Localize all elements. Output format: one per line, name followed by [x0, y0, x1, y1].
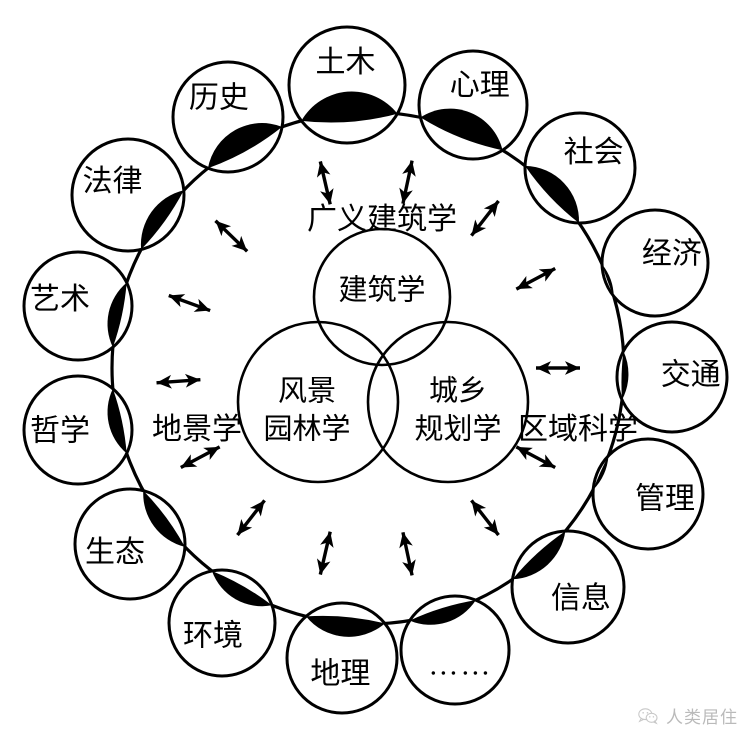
label-regional-science: 区域科学 [518, 413, 638, 446]
radial-arrow-6 [470, 499, 500, 537]
ring-node-management [591, 437, 705, 551]
ring-node-overlap-management [593, 455, 609, 490]
radial-arrow-11 [156, 373, 201, 389]
label-landscape-science: 地景学 [152, 413, 242, 446]
ring-node-label-psychology: 心理 [450, 69, 510, 102]
radial-arrow-2 [470, 199, 500, 237]
ring-node-overlap-geography [306, 615, 385, 637]
ring-node-overlap-economy [602, 264, 614, 297]
radial-arrow-7 [399, 531, 416, 576]
ring-node-label-ecology: 生态 [85, 536, 145, 569]
radial-arrow-0 [316, 161, 334, 205]
ring-node-philosophy [22, 374, 134, 486]
ring-node-civil [287, 25, 407, 145]
ring-node-label-philosophy: 哲学 [30, 415, 90, 448]
ring-node-label-geography: 地理 [310, 658, 370, 691]
venn-label-landscape-line2: 园林学 [263, 413, 350, 446]
radial-arrow-12 [168, 293, 211, 313]
ring-node-label-society: 社会 [564, 136, 624, 169]
ring-node-label-history: 历史 [189, 82, 249, 115]
ring-node-overlap-law [140, 190, 184, 250]
ring-node-overlap-art [107, 282, 127, 348]
venn-label-architecture: 建筑学 [338, 274, 425, 307]
radial-arrow-layer [156, 160, 580, 576]
ring-node-overlap-psychology [420, 108, 503, 151]
ring-node-overlap-transport [621, 351, 629, 400]
ring-node-label-management: 管理 [635, 483, 695, 516]
venn-label-planning-line1: 城乡 [429, 375, 487, 408]
label-generalized-architecture: 广义建筑学 [307, 203, 457, 236]
ring-node-label-art: 艺术 [30, 283, 90, 316]
ring-node-label-information: 信息 [551, 582, 611, 615]
radial-arrow-9 [236, 499, 266, 537]
ring-node-label-civil: 土木 [316, 46, 376, 79]
ring-node-label-law: 法律 [83, 165, 143, 198]
radial-arrow-8 [316, 531, 334, 575]
radial-arrow-5 [515, 445, 556, 470]
venn-label-landscape-line1: 风景 [278, 376, 336, 408]
radial-arrow-3 [515, 266, 556, 291]
ring-node-overlap-ellipsis [409, 600, 476, 625]
ring-node-label-transport: 交通 [661, 358, 721, 391]
watermark: 人类居住 [637, 703, 738, 728]
ring-node-psychology [417, 49, 529, 161]
radial-arrow-10 [180, 445, 221, 470]
radial-arrow-4 [536, 361, 580, 375]
venn-circle-landscape [236, 320, 400, 484]
ring-node-overlap-civil [301, 91, 398, 123]
ring-node-overlap-philosophy [107, 388, 127, 454]
watermark-text: 人类居住 [666, 708, 738, 727]
ring-node-overlap-information [512, 531, 566, 580]
ring-node-economy [600, 208, 710, 318]
ring-node-transport [615, 320, 729, 434]
venn-circle-planning [366, 320, 530, 484]
ring-node-label-environment: 环境 [183, 620, 243, 653]
ring-node-overlap-history [207, 123, 283, 169]
ring-node-overlap-environment [211, 570, 272, 607]
ring-node-label-economy: 经济 [642, 238, 702, 271]
ring-node-overlap-ecology [143, 490, 185, 547]
lens-overlap-layer [107, 91, 629, 637]
ring-node-overlap-society [525, 165, 580, 223]
wechat-icon [638, 707, 658, 724]
core-venn-group: 建筑学 风景 园林学 城乡 规划学 [236, 227, 530, 484]
venn-label-planning-line2: 规划学 [414, 413, 501, 446]
radial-arrow-13 [214, 219, 249, 253]
ring-node-label-ellipsis: …… [428, 648, 492, 681]
venn-circle-architecture [312, 227, 452, 367]
ring-node-art [22, 250, 134, 362]
radial-arrow-1 [399, 160, 416, 205]
